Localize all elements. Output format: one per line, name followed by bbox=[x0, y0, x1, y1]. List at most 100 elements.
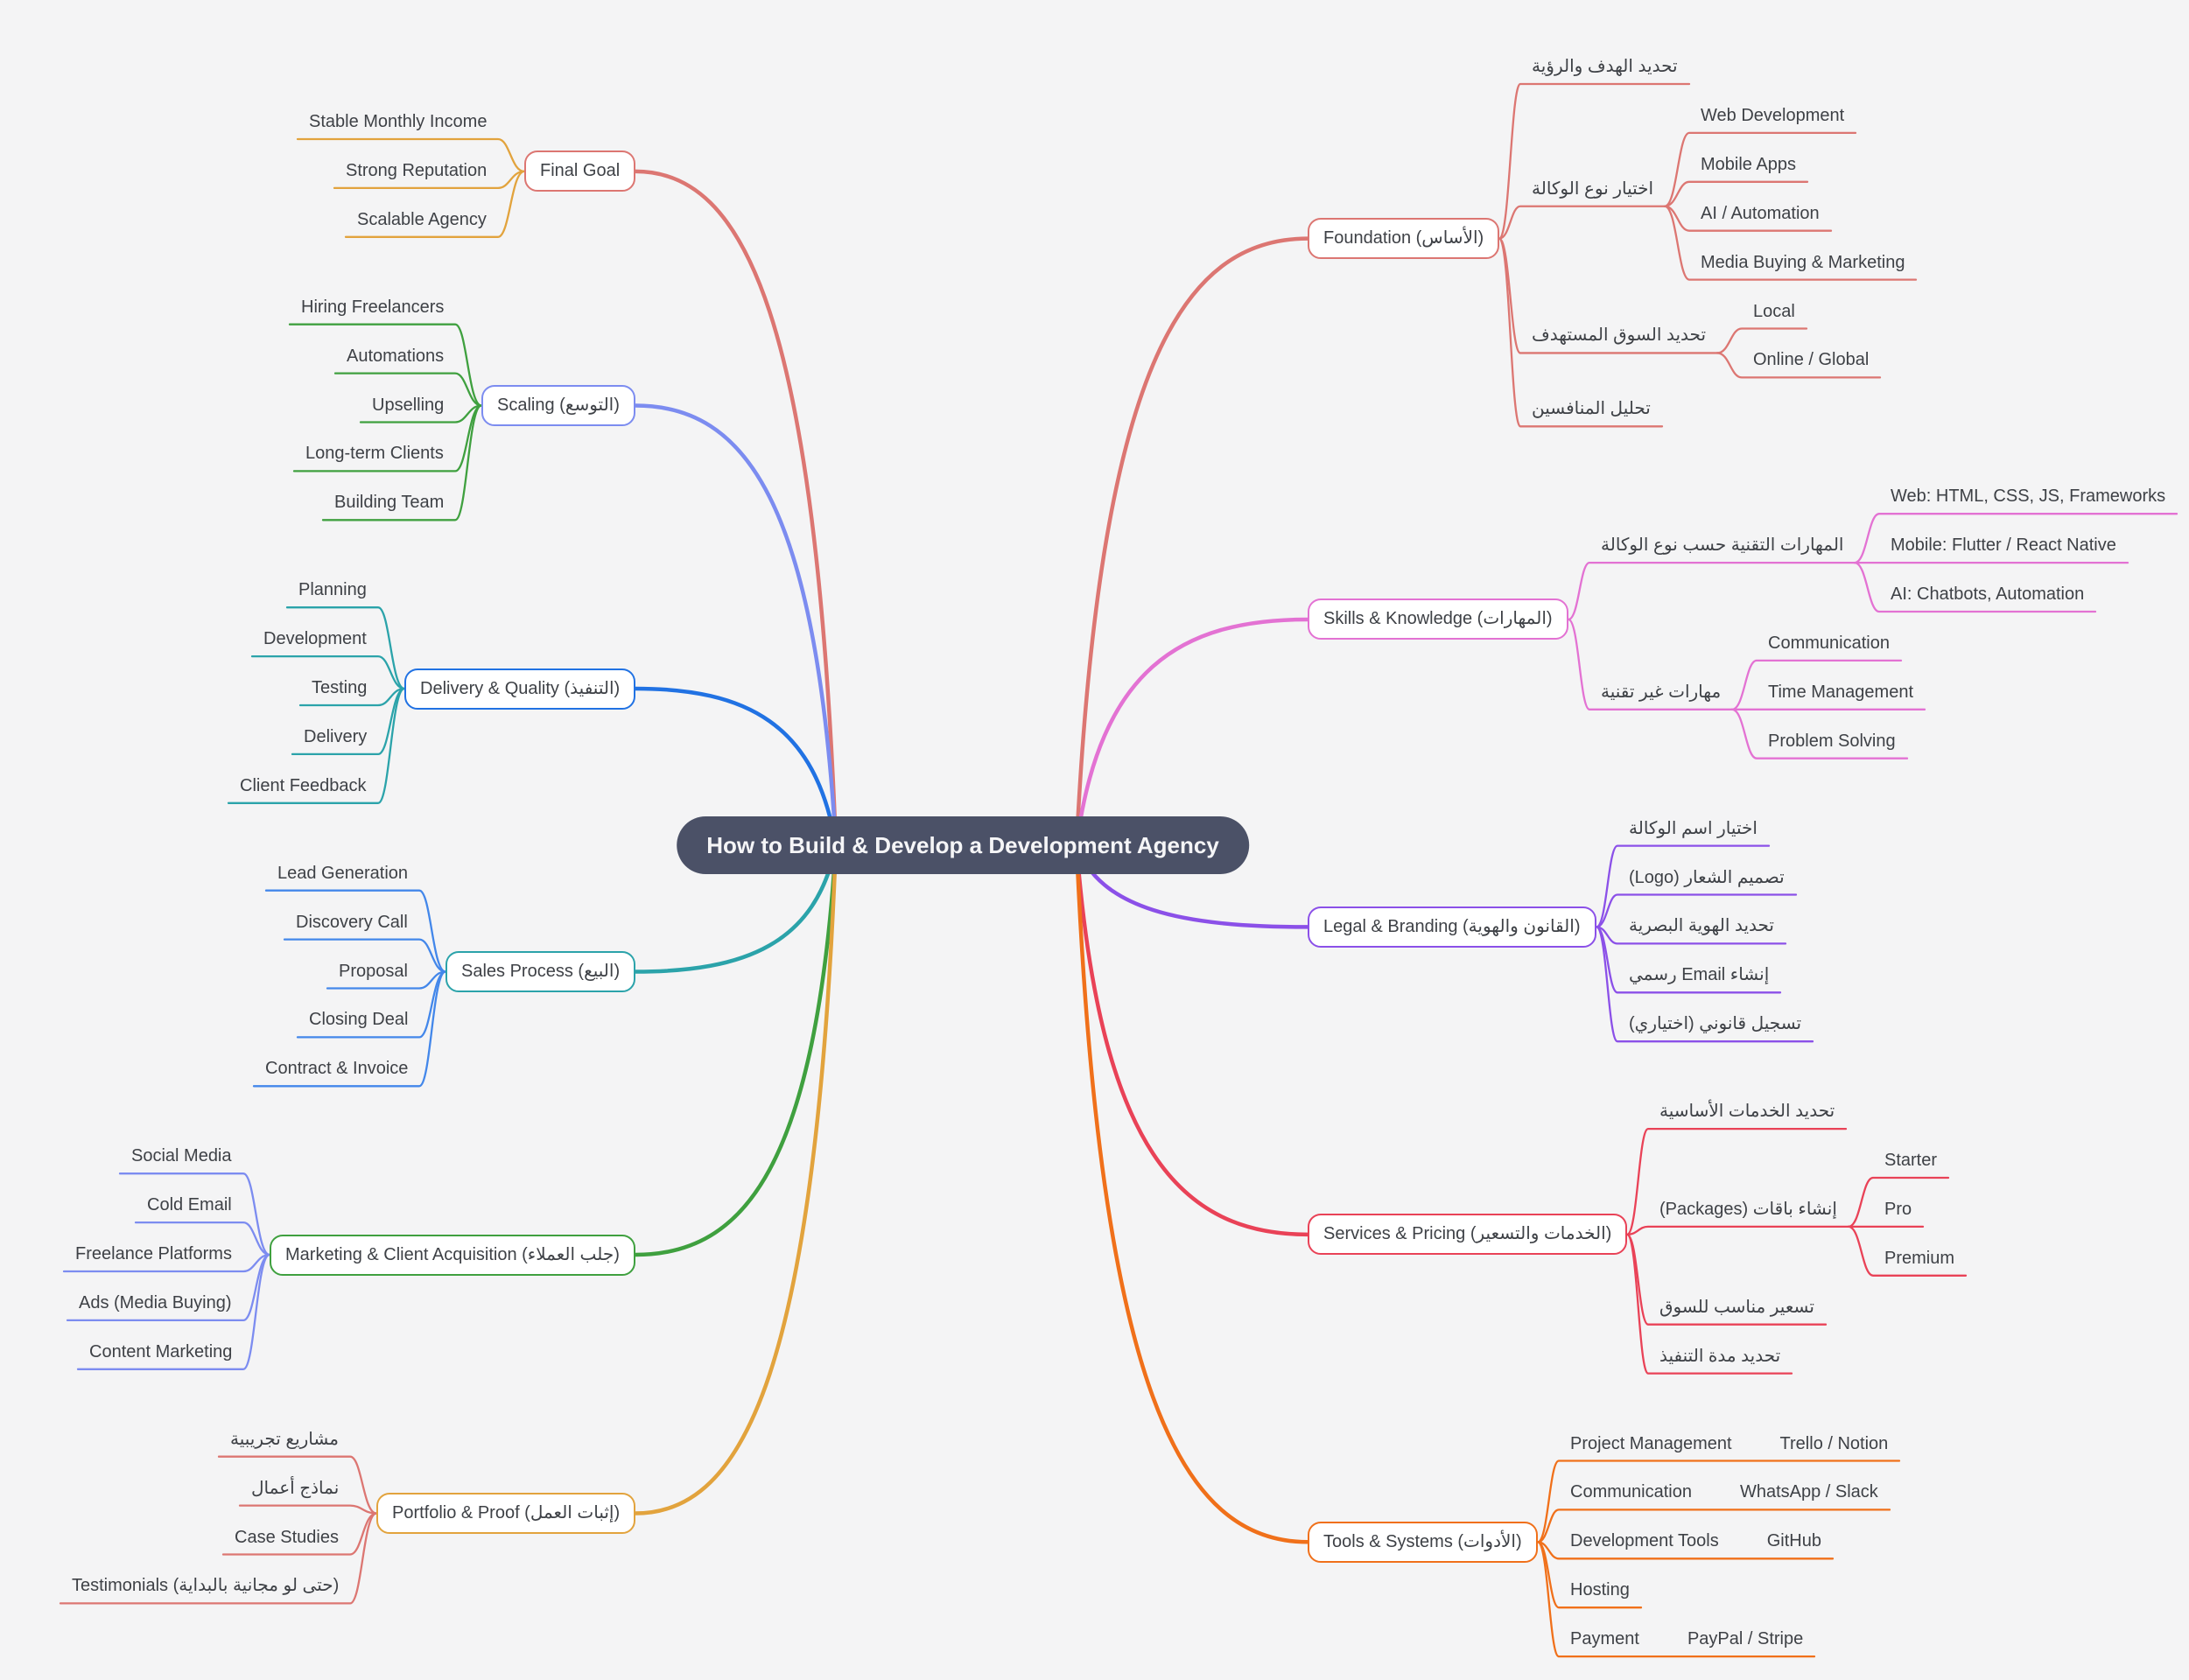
node-item[interactable]: تحديد مدة التنفيذ bbox=[1648, 1346, 1792, 1367]
node-lead-generation[interactable]: Lead Generation bbox=[266, 863, 419, 884]
node-strong-reputation[interactable]: Strong Reputation bbox=[334, 160, 498, 181]
edge-r0-3 bbox=[1498, 237, 1664, 428]
node-web-html-css-js-frameworks[interactable]: Web: HTML, CSS, JS, Frameworks bbox=[1879, 486, 2177, 507]
node-label: Starter bbox=[1884, 1151, 1938, 1170]
node-item[interactable]: تحديد السوق المستهدف bbox=[1520, 325, 1717, 346]
node-contract-invoice[interactable]: Contract & Invoice bbox=[254, 1058, 419, 1079]
node-label: Delivery bbox=[304, 726, 368, 746]
node-item[interactable]: تحديد الهوية البصرية bbox=[1617, 915, 1786, 936]
node-delivery[interactable]: Delivery bbox=[292, 726, 378, 747]
branch-services-pricing[interactable]: Services & Pricing (الخدمات والتسعير) bbox=[1308, 1214, 1628, 1256]
node-label: Time Management bbox=[1768, 682, 1913, 702]
node-media-buying-marketing[interactable]: Media Buying & Marketing bbox=[1689, 252, 1916, 273]
node-content-marketing[interactable]: Content Marketing bbox=[78, 1341, 243, 1362]
branch-final-goal[interactable]: Final Goal bbox=[524, 150, 636, 192]
node-sublabel: Trello / Notion bbox=[1779, 1433, 1889, 1453]
node-item[interactable]: تحديد الخدمات الأساسية bbox=[1648, 1101, 1846, 1122]
node-item[interactable]: اختيار نوع الوكالة bbox=[1520, 178, 1665, 200]
node-email[interactable]: إنشاء Email رسمي bbox=[1617, 964, 1780, 985]
node-item[interactable]: مشاريع تجريبية bbox=[219, 1429, 350, 1450]
node-client-feedback[interactable]: Client Feedback bbox=[228, 775, 378, 796]
node-development[interactable]: Development bbox=[252, 628, 378, 649]
branch-portfolio-proof[interactable]: Portfolio & Proof (إثبات العمل) bbox=[376, 1493, 636, 1535]
edge-r3-1-0 bbox=[1847, 1176, 1950, 1228]
node-packages[interactable]: إنشاء باقات (Packages) bbox=[1648, 1199, 1849, 1220]
node-case-studies[interactable]: Case Studies bbox=[223, 1527, 350, 1548]
node-hosting[interactable]: Hosting bbox=[1559, 1579, 1641, 1600]
node-problem-solving[interactable]: Problem Solving bbox=[1757, 731, 1907, 752]
node-label: تحديد السوق المستهدف bbox=[1532, 326, 1707, 346]
node-logo[interactable]: تصميم الشعار (Logo) bbox=[1617, 867, 1796, 888]
node-ai-chatbots-automation[interactable]: AI: Chatbots, Automation bbox=[1879, 584, 2095, 605]
node-label: مهارات غير تقنية bbox=[1601, 682, 1722, 702]
node-cold-email[interactable]: Cold Email bbox=[136, 1194, 243, 1215]
node-discovery-call[interactable]: Discovery Call bbox=[284, 912, 419, 933]
node-item[interactable]: تسجيل قانوني (اختياري) bbox=[1617, 1013, 1813, 1034]
node-item[interactable]: مهارات غير تقنية bbox=[1589, 682, 1732, 703]
node-local[interactable]: Local bbox=[1742, 301, 1807, 322]
edge-r1-0-0 bbox=[1853, 513, 2178, 564]
edge-l3-0 bbox=[264, 889, 447, 973]
node-closing-deal[interactable]: Closing Deal bbox=[298, 1009, 419, 1030]
node-upselling[interactable]: Upselling bbox=[361, 395, 455, 416]
branch-sales-process[interactable]: Sales Process (البيع) bbox=[446, 951, 636, 992]
node-communication[interactable]: Communication bbox=[1757, 633, 1901, 654]
branch-scaling[interactable]: Scaling (التوسع) bbox=[481, 385, 635, 426]
node-stable-monthly-income[interactable]: Stable Monthly Income bbox=[298, 111, 498, 132]
node-label: إنشاء Email رسمي bbox=[1629, 965, 1770, 985]
root-node[interactable]: How to Build & Develop a Development Age… bbox=[677, 816, 1249, 874]
node-label: Mobile Apps bbox=[1701, 154, 1796, 174]
edge-root-right-4 bbox=[1074, 843, 1310, 1544]
node-mobile-apps[interactable]: Mobile Apps bbox=[1689, 154, 1807, 175]
branch-skills-knowledge[interactable]: Skills & Knowledge (المهارات) bbox=[1308, 598, 1568, 640]
edge-r0-1-0 bbox=[1663, 131, 1857, 207]
node-building-team[interactable]: Building Team bbox=[323, 492, 455, 513]
node-item[interactable]: تحليل المنافسين bbox=[1520, 398, 1662, 419]
node-social-media[interactable]: Social Media bbox=[120, 1145, 243, 1166]
node-long-term-clients[interactable]: Long-term Clients bbox=[294, 443, 455, 464]
branch-delivery-quality[interactable]: Delivery & Quality (التنفيذ) bbox=[404, 668, 636, 710]
node-item[interactable]: تحديد الهدف والرؤية bbox=[1520, 56, 1689, 77]
node-testing[interactable]: Testing bbox=[300, 677, 378, 698]
node-premium[interactable]: Premium bbox=[1873, 1248, 1966, 1269]
node-item[interactable]: تسعير مناسب للسوق bbox=[1648, 1297, 1826, 1318]
edge-root-left-3 bbox=[633, 843, 838, 974]
node-item[interactable]: نماذج أعمال bbox=[240, 1478, 350, 1499]
node-pro[interactable]: Pro bbox=[1873, 1199, 1923, 1220]
node-item[interactable]: المهارات التقنية حسب نوع الوكالة bbox=[1589, 535, 1855, 556]
node-label: Media Buying & Marketing bbox=[1701, 252, 1905, 272]
node-hiring-freelancers[interactable]: Hiring Freelancers bbox=[290, 297, 455, 318]
node-label: تصميم الشعار (Logo) bbox=[1629, 867, 1785, 887]
node-time-management[interactable]: Time Management bbox=[1757, 682, 1925, 703]
node-mobile-flutter-react-native[interactable]: Mobile: Flutter / React Native bbox=[1879, 535, 2128, 556]
edge-root-right-1 bbox=[1074, 617, 1310, 848]
node-item[interactable]: اختيار اسم الوكالة bbox=[1617, 818, 1769, 839]
node-label: إنشاء باقات (Packages) bbox=[1659, 1199, 1837, 1219]
branch-marketing-client-acquisition[interactable]: Marketing & Client Acquisition (جلب العم… bbox=[270, 1234, 635, 1276]
branch-legal-branding[interactable]: Legal & Branding (القانون والهوية) bbox=[1308, 906, 1596, 948]
node-planning[interactable]: Planning bbox=[287, 579, 378, 600]
node-label: AI / Automation bbox=[1701, 203, 1820, 223]
node-ads-media-buying[interactable]: Ads (Media Buying) bbox=[67, 1292, 243, 1313]
node-label: Hiring Freelancers bbox=[301, 297, 445, 317]
node-scalable-agency[interactable]: Scalable Agency bbox=[346, 209, 498, 230]
node-testimonials[interactable]: Testimonials (حتى لو مجانية بالبداية) bbox=[60, 1575, 350, 1596]
node-proposal[interactable]: Proposal bbox=[327, 961, 419, 982]
branch-foundation[interactable]: Foundation (الأساس) bbox=[1308, 218, 1500, 260]
node-online-global[interactable]: Online / Global bbox=[1742, 349, 1880, 370]
node-ai-automation[interactable]: AI / Automation bbox=[1689, 203, 1831, 224]
node-starter[interactable]: Starter bbox=[1873, 1150, 1948, 1171]
edge-l2-4 bbox=[227, 687, 406, 804]
node-label: Online / Global bbox=[1753, 350, 1870, 370]
node-automations[interactable]: Automations bbox=[335, 346, 455, 367]
edge-l5-0 bbox=[217, 1455, 378, 1515]
node-freelance-platforms[interactable]: Freelance Platforms bbox=[64, 1243, 243, 1264]
branch-tools-systems[interactable]: Tools & Systems (الأدوات) bbox=[1308, 1521, 1538, 1563]
node-web-development[interactable]: Web Development bbox=[1689, 105, 1856, 126]
node-label: Building Team bbox=[334, 493, 445, 513]
